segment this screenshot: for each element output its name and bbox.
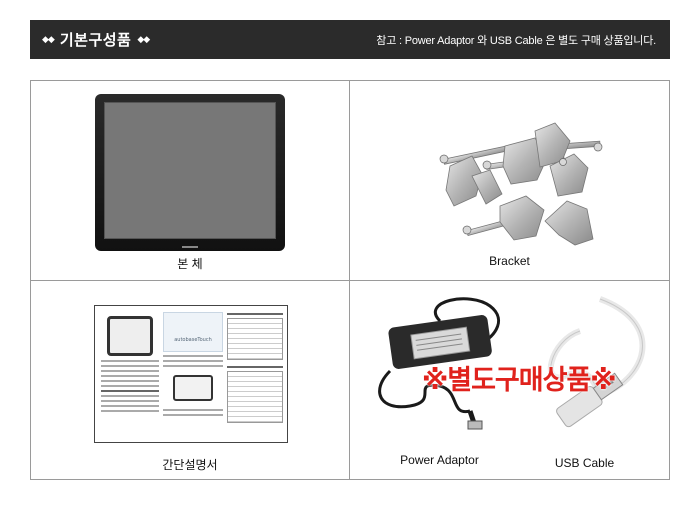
cell-manual: autobaseTouch 간단설명서 [31, 281, 350, 479]
sold-separately-label: ※별도구매상품※ [422, 365, 617, 396]
diamond-bullet-icon: ◆◆ [42, 34, 55, 45]
bracket-image [439, 122, 603, 246]
manual-diagram [107, 316, 153, 356]
manual-diagram [173, 375, 213, 401]
manual-spec-table [227, 318, 283, 360]
components-grid: 본 체 [30, 80, 670, 480]
manual-spec-table [227, 371, 283, 423]
monitor-screen [104, 102, 276, 239]
manual-image: autobaseTouch [94, 305, 288, 443]
caption-bracket: Bracket [489, 254, 530, 268]
monitor-logo [182, 246, 198, 248]
header-left: ◆◆ 기본구성품 ◆◆ [42, 29, 150, 50]
header-note: 참고 : Power Adaptor 와 USB Cable 은 별도 구매 상… [376, 34, 656, 47]
header-title: 기본구성품 [59, 31, 132, 49]
manual-panel-center: autobaseTouch [163, 310, 223, 438]
caption-power-adaptor: Power Adaptor [400, 453, 479, 467]
accessories-image [378, 296, 646, 430]
caption-manual: 간단설명서 [162, 458, 218, 472]
diamond-bullet-icon: ◆◆ [137, 34, 150, 45]
caption-usb-cable: USB Cable [554, 456, 615, 470]
monitor-image [95, 94, 285, 251]
cell-main-body: 본 체 [31, 81, 350, 281]
cell-accessories: ※별도구매상품※ Power Adaptor USB Cable [350, 281, 669, 479]
section-header: ◆◆ 기본구성품 ◆◆ 참고 : Power Adaptor 와 USB Cab… [30, 20, 670, 59]
manual-brand-label: autobaseTouch [163, 312, 223, 352]
caption-main-body: 본 체 [177, 257, 203, 271]
manual-panel-left [101, 310, 159, 438]
cell-bracket: Bracket [350, 81, 669, 281]
manual-panel-right [227, 310, 283, 438]
